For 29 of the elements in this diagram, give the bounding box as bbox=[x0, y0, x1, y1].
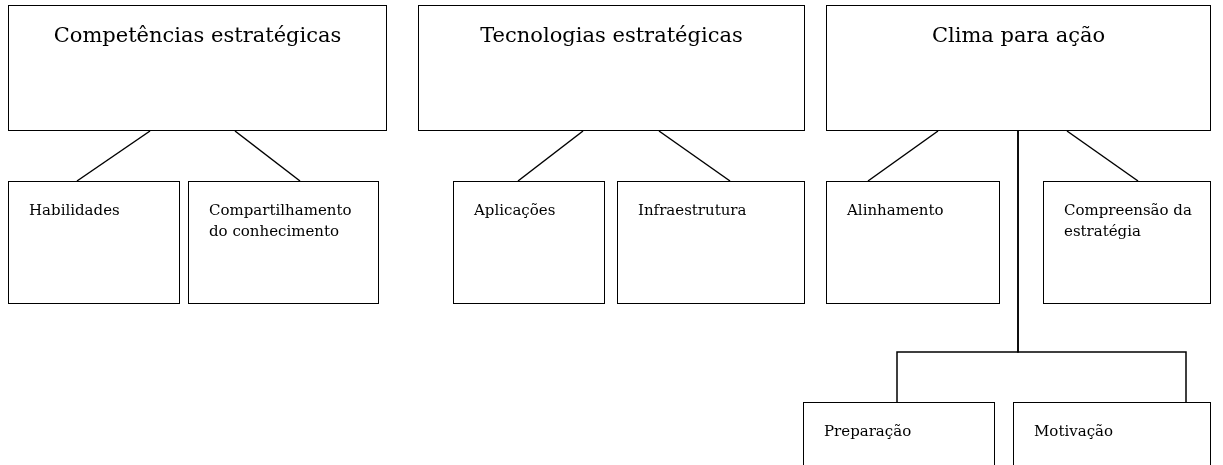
connector-line bbox=[76, 130, 151, 182]
text-box bbox=[803, 402, 995, 465]
text-box bbox=[8, 5, 387, 131]
text-box bbox=[1013, 402, 1211, 465]
box-label: Clima para ação bbox=[931, 22, 1106, 49]
box-label: Aplicações bbox=[474, 200, 556, 221]
box-label: Competências estratégicas bbox=[53, 22, 342, 49]
text-box bbox=[826, 5, 1211, 131]
text-box bbox=[188, 181, 379, 304]
text-box bbox=[617, 181, 805, 304]
box-label: Tecnologias estratégicas bbox=[480, 22, 743, 49]
text-box bbox=[453, 181, 605, 304]
connector-line bbox=[517, 130, 584, 182]
box-label: Compreensão da estratégia bbox=[1064, 200, 1193, 242]
box-label: Alinhamento bbox=[847, 200, 944, 221]
connector-line bbox=[234, 130, 301, 182]
box-label: Habilidades bbox=[29, 200, 120, 221]
box-label: Motivação bbox=[1034, 421, 1113, 442]
connector-line bbox=[867, 130, 939, 182]
text-box bbox=[8, 181, 180, 304]
box-label: Compartilhamento do conhecimento bbox=[209, 200, 353, 242]
text-box bbox=[418, 5, 805, 131]
box-label: Preparação bbox=[824, 421, 912, 442]
box-label: Infraestrutura bbox=[638, 200, 747, 221]
connector-line bbox=[1066, 130, 1139, 182]
text-box bbox=[826, 181, 1000, 304]
text-box bbox=[1043, 181, 1211, 304]
connector-line bbox=[1017, 130, 1187, 403]
connector-line bbox=[658, 130, 731, 182]
